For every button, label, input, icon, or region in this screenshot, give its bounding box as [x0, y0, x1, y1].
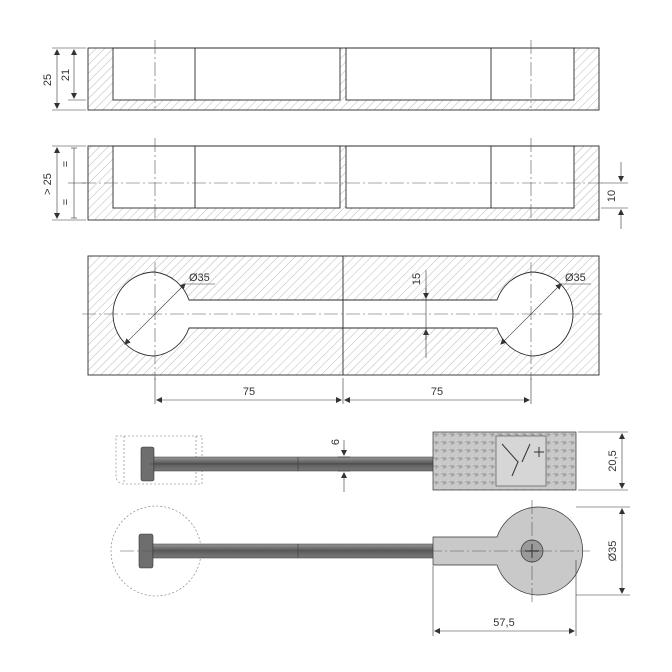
- dim-dia-right-label: Ø35: [565, 272, 586, 284]
- dim-eq-top-label: =: [60, 161, 72, 167]
- dim-10-label: 10: [606, 190, 618, 202]
- view-3-plan-bores: Ø35 Ø35 15 75 75: [82, 255, 604, 404]
- view1-outline: [87, 47, 600, 111]
- dim-57-5-label: 57,5: [493, 617, 514, 629]
- view4-cam-mark: [501, 443, 544, 477]
- dim-21-label: 21: [60, 69, 72, 81]
- dim-75-left-label: 75: [243, 386, 255, 398]
- dim-20-5-label: 20,5: [607, 450, 619, 471]
- view1-pocket-left: [112, 47, 341, 101]
- view1-hatch: [88, 48, 599, 110]
- view2-hatch: [88, 146, 599, 220]
- view2-pocket-left: [112, 145, 341, 209]
- dim-dia-left-line: [124, 283, 186, 345]
- dim-dia-right-line: [500, 283, 562, 345]
- dim-dia-left-label: Ø35: [189, 272, 210, 284]
- view4-cam-slot: [495, 435, 547, 487]
- dim-25-label: 25: [42, 74, 54, 86]
- view-1-side-section: 25 21: [42, 40, 600, 111]
- view-5-connector-top: Ø35 57,5: [110, 500, 630, 636]
- dim-75-right-label: 75: [431, 386, 443, 398]
- view3-outline: [87, 255, 600, 376]
- view1-pocket-right: [345, 47, 575, 101]
- view-4-connector-side: 6 20,5: [115, 431, 628, 492]
- view2-pocket-right: [345, 145, 575, 209]
- dim-15-label: 15: [411, 273, 423, 285]
- dim-6-label: 6: [330, 439, 342, 445]
- dim-eq-bottom-label: =: [60, 199, 72, 205]
- dim-dia35-label: Ø35: [607, 541, 619, 562]
- view-2-offset-section: > 25 = = 10: [42, 138, 628, 229]
- dim-gt25-label: > 25: [42, 173, 54, 195]
- view3-hatch: [88, 256, 599, 375]
